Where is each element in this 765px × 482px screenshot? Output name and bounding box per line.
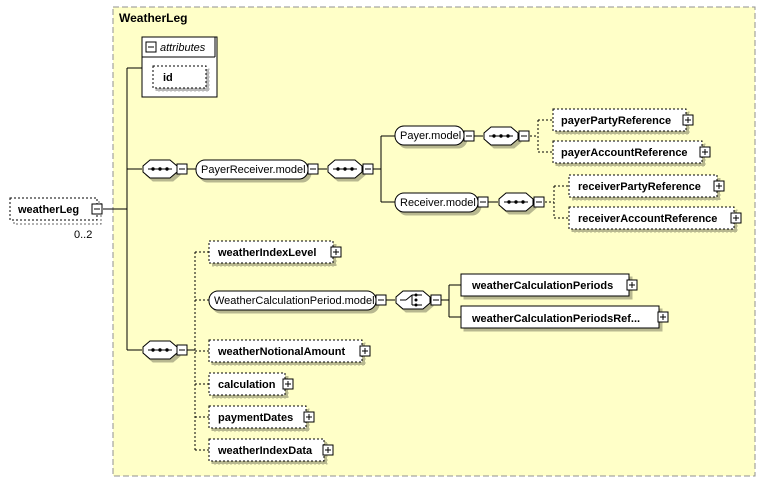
sequence-collapse-icon[interactable] — [533, 196, 545, 208]
element-label: weatherCalculationPeriodsRef... — [471, 313, 640, 325]
payer-model-collapse-icon[interactable] — [463, 130, 475, 142]
expand-icon[interactable] — [303, 411, 315, 423]
element-payer-account-reference[interactable]: payerAccountReference — [552, 140, 711, 164]
optional-connectors — [194, 119, 569, 451]
sequence-compositor[interactable] — [498, 192, 545, 212]
expand-icon[interactable] — [730, 212, 742, 224]
sequence-compositor[interactable] — [142, 340, 188, 360]
choice-compositor[interactable] — [395, 290, 442, 310]
group-title: WeatherLeg — [119, 11, 187, 25]
element-receiver-party-reference[interactable]: receiverPartyReference — [568, 174, 725, 198]
element-payer-party-reference[interactable]: payerPartyReference — [552, 108, 694, 132]
root-cardinality: 0..2 — [74, 229, 92, 241]
weather-calculation-period-collapse-icon[interactable] — [375, 294, 387, 306]
element-label: payerPartyReference — [561, 115, 671, 127]
root-element-label: weatherLeg — [17, 204, 79, 216]
expand-icon[interactable] — [713, 180, 725, 192]
sequence-compositor[interactable] — [483, 126, 530, 146]
sequence-collapse-icon[interactable] — [176, 163, 188, 175]
element-weather-index-data[interactable]: weatherIndexData — [208, 438, 334, 462]
element-label: weatherNotionalAmount — [217, 346, 345, 358]
sequence-collapse-icon[interactable] — [362, 163, 374, 175]
receiver-model-label: Receiver.model — [400, 197, 476, 209]
element-weather-index-level[interactable]: weatherIndexLevel — [208, 240, 342, 264]
payer-model-label: Payer.model — [400, 130, 461, 142]
weather-calculation-period-model-group[interactable]: WeatherCalculationPeriod.model — [208, 290, 387, 311]
element-weather-notional-amount[interactable]: weatherNotionalAmount — [208, 339, 371, 363]
expand-icon[interactable] — [282, 378, 294, 390]
attribute-id: id — [163, 72, 173, 84]
element-weather-calculation-periods[interactable]: weatherCalculationPeriods — [460, 273, 638, 297]
payer-receiver-model-label: PayerReceiver.model — [201, 164, 306, 176]
root-element[interactable]: weatherLeg 0..2 — [9, 197, 103, 241]
element-weather-calculation-periods-reference[interactable]: weatherCalculationPeriodsRef... — [460, 305, 669, 329]
sequence-collapse-icon[interactable] — [176, 344, 188, 356]
payer-receiver-model-group[interactable]: PayerReceiver.model — [195, 159, 319, 180]
element-label: weatherCalculationPeriods — [471, 280, 613, 292]
expand-icon[interactable] — [359, 345, 371, 357]
sequence-compositor[interactable] — [142, 159, 188, 179]
expand-icon[interactable] — [626, 279, 638, 291]
element-label: receiverAccountReference — [578, 213, 717, 225]
expand-icon[interactable] — [322, 444, 334, 456]
element-label: calculation — [218, 379, 276, 391]
attributes-label: attributes — [160, 42, 206, 54]
expand-icon[interactable] — [699, 146, 711, 158]
expand-icon[interactable] — [330, 246, 342, 258]
payer-receiver-collapse-icon[interactable] — [307, 163, 319, 175]
receiver-model-collapse-icon[interactable] — [477, 196, 489, 208]
choice-collapse-icon[interactable] — [430, 294, 442, 306]
element-payment-dates[interactable]: paymentDates — [208, 405, 315, 429]
sequence-compositor[interactable] — [327, 159, 374, 179]
weather-calculation-period-model-label: WeatherCalculationPeriod.model — [214, 295, 375, 307]
expand-icon[interactable] — [657, 311, 669, 323]
element-label: weatherIndexLevel — [217, 247, 316, 259]
connectors — [103, 67, 498, 351]
receiver-model-group[interactable]: Receiver.model — [394, 192, 489, 213]
root-collapse-icon[interactable] — [91, 203, 103, 215]
element-label: paymentDates — [218, 412, 293, 424]
element-receiver-account-reference[interactable]: receiverAccountReference — [568, 206, 742, 230]
element-label: weatherIndexData — [217, 445, 313, 457]
expand-icon[interactable] — [682, 114, 694, 126]
payer-model-group[interactable]: Payer.model — [394, 125, 475, 146]
attributes-collapse-icon[interactable] — [145, 41, 157, 53]
attributes-box: attributes id — [141, 36, 218, 98]
element-calculation[interactable]: calculation — [208, 372, 294, 396]
element-label: payerAccountReference — [561, 147, 688, 159]
element-label: receiverPartyReference — [578, 181, 701, 193]
sequence-collapse-icon[interactable] — [518, 130, 530, 142]
